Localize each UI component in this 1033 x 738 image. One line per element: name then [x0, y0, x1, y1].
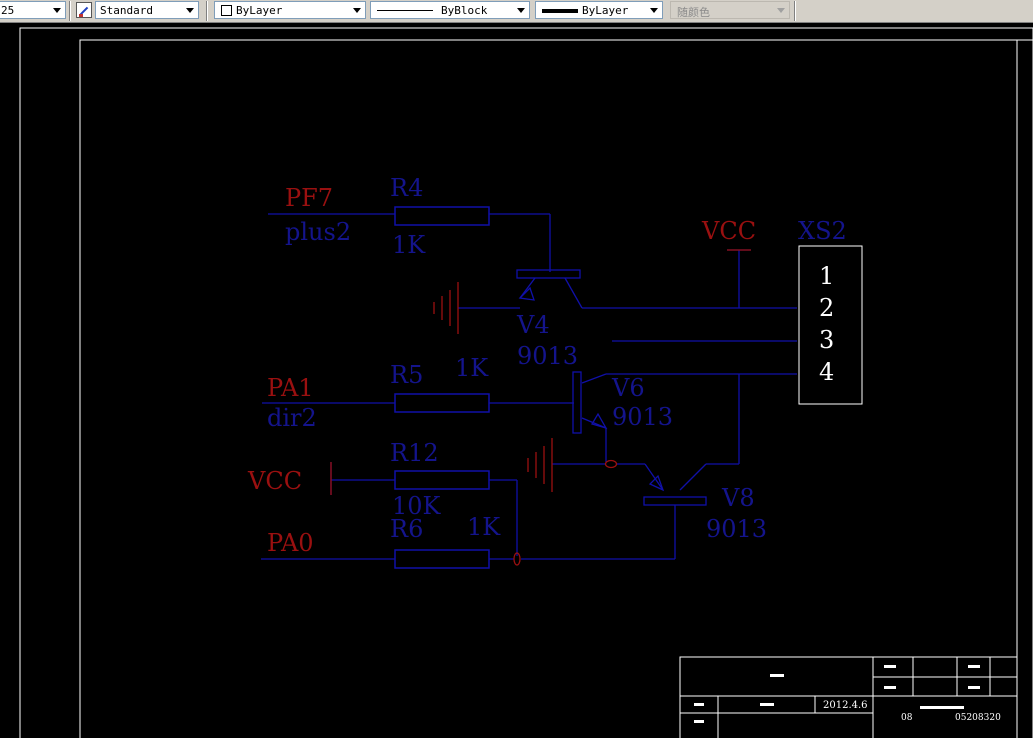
title-block-tiny-text	[884, 665, 896, 668]
color-control-select[interactable]: ByLayer	[214, 1, 366, 19]
text-style-icon[interactable]	[76, 2, 92, 18]
title-block-date: 2012.4.6	[823, 700, 868, 711]
text-style-select[interactable]: Standard	[95, 1, 199, 19]
title-block-tiny-text	[920, 706, 964, 709]
connector-pin-label: 2	[819, 294, 834, 322]
resistor-r6-body	[394, 549, 490, 569]
chevron-down-icon	[517, 8, 525, 13]
toolbar-separator	[794, 1, 796, 21]
net-label-plus2: plus2	[285, 218, 351, 246]
ground-symbol-v8	[527, 438, 553, 492]
plotstyle-control-select: 随颜色	[670, 1, 790, 19]
resistor-ref: R6	[390, 515, 423, 543]
resistor-r5-body	[394, 393, 490, 413]
resistor-value: 1K	[467, 513, 501, 541]
resistor-r4-body	[394, 206, 490, 226]
transistor-v4-emitter-arrow	[518, 286, 535, 301]
connector-pin-label: 3	[819, 326, 834, 354]
net-label-pa0: PA0	[267, 529, 314, 557]
connector-ref: XS2	[798, 217, 847, 245]
color-swatch-icon	[221, 5, 232, 16]
net-label-vcc-top: VCC	[701, 217, 756, 245]
transistor-ref: V8	[721, 484, 755, 512]
properties-toolbar: 25 Standard ByLayer ByBlock ByLayer 随颜色	[0, 0, 1033, 23]
title-block-code-b: 05208320	[955, 713, 1001, 723]
resistor-ref: R4	[390, 174, 423, 202]
resistor-ref: R12	[390, 439, 439, 467]
title-block-tiny-text	[694, 720, 704, 723]
title-block-tiny-text	[770, 674, 784, 677]
transistor-v8-emitter-arrow	[648, 474, 665, 492]
net-label-vcc-left: VCC	[247, 467, 302, 495]
connector-pin-label: 1	[819, 262, 834, 290]
transistor-ref: V6	[611, 374, 645, 402]
transistor-v6-emitter-arrow	[591, 412, 608, 430]
title-block-tiny-text	[694, 703, 704, 706]
chevron-down-icon	[777, 8, 785, 13]
transistor-part: 9013	[612, 403, 673, 431]
lineweight-control-select[interactable]: ByLayer	[535, 1, 663, 19]
net-label-pf7: PF7	[285, 184, 333, 212]
net-label-dir2: dir2	[267, 404, 317, 432]
wires	[261, 213, 797, 560]
schematic-canvas[interactable]: PF7 plus2 PA1 dir2 VCC PA0 VCC R4 1K R5 …	[0, 22, 1033, 738]
connector-xs2-body	[798, 245, 863, 405]
title-block-tiny-text	[968, 665, 980, 668]
toolbar-separator	[206, 1, 208, 21]
lineweight-sample-icon	[542, 9, 578, 13]
connector-pin-label: 4	[819, 358, 834, 386]
wire-crossover-mark	[513, 552, 521, 566]
title-block	[679, 656, 1018, 738]
title-block-code-a: 08	[901, 713, 913, 723]
resistor-value: 1K	[392, 231, 426, 259]
resistor-r12-body	[394, 470, 490, 490]
toolbar-separator	[69, 1, 71, 21]
linetype-sample-icon	[377, 10, 433, 11]
drawing-area[interactable]: PF7 plus2 PA1 dir2 VCC PA0 VCC R4 1K R5 …	[0, 22, 1033, 738]
title-block-tiny-text	[968, 686, 980, 689]
resistor-value: 1K	[455, 354, 489, 382]
lineweight-combo-partial[interactable]: 25	[0, 1, 66, 19]
net-label-pa1: PA1	[267, 374, 314, 402]
linetype-control-select[interactable]: ByBlock	[370, 1, 530, 19]
transistor-v6-base	[572, 371, 582, 434]
transistor-v8-base	[643, 496, 707, 506]
transistor-ref: V4	[516, 311, 550, 339]
sheet-border	[19, 27, 1033, 738]
title-block-tiny-text	[760, 703, 774, 706]
wire-junction-mark	[604, 459, 618, 469]
chevron-down-icon	[53, 8, 61, 13]
title-block-tiny-text	[884, 686, 896, 689]
chevron-down-icon	[186, 8, 194, 13]
transistor-v4-base	[516, 269, 581, 279]
transistor-part: 9013	[517, 342, 578, 370]
resistor-ref: R5	[390, 361, 423, 389]
chevron-down-icon	[650, 8, 658, 13]
transistor-part: 9013	[706, 515, 767, 543]
ground-symbol-v4	[433, 282, 459, 334]
chevron-down-icon	[353, 8, 361, 13]
drawing-frame	[79, 39, 1018, 738]
resistor-value: 10K	[392, 492, 442, 520]
